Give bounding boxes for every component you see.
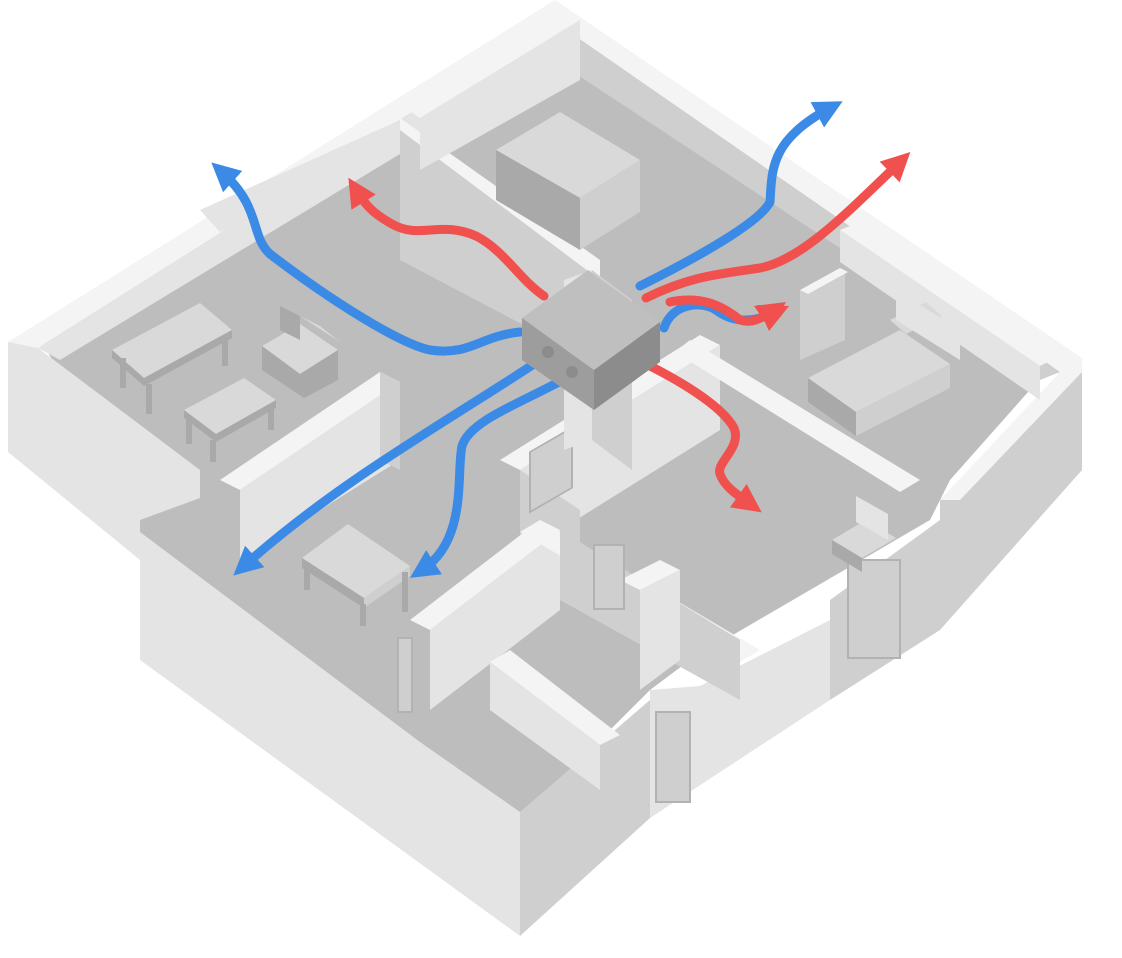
furniture <box>112 112 960 626</box>
supply-duct-back-right <box>641 151 911 303</box>
bed <box>808 290 960 436</box>
sofa <box>262 306 340 398</box>
coffee-table <box>184 378 276 462</box>
dining-table <box>112 303 232 414</box>
airflow-ducts <box>211 101 911 578</box>
supply-duct-kitchen <box>629 353 762 513</box>
extract-duct-office-front <box>233 355 545 576</box>
ventilation-unit <box>522 270 660 470</box>
extract-duct-office-floor <box>409 371 575 578</box>
desk-table <box>302 524 410 626</box>
cabinet <box>496 112 640 250</box>
extract-duct-back-right <box>635 101 843 291</box>
extract-duct-living-room <box>211 162 525 356</box>
supply-duct-back-left <box>348 177 549 301</box>
office-desk <box>832 496 896 572</box>
supply-duct-bedroom <box>665 295 786 330</box>
